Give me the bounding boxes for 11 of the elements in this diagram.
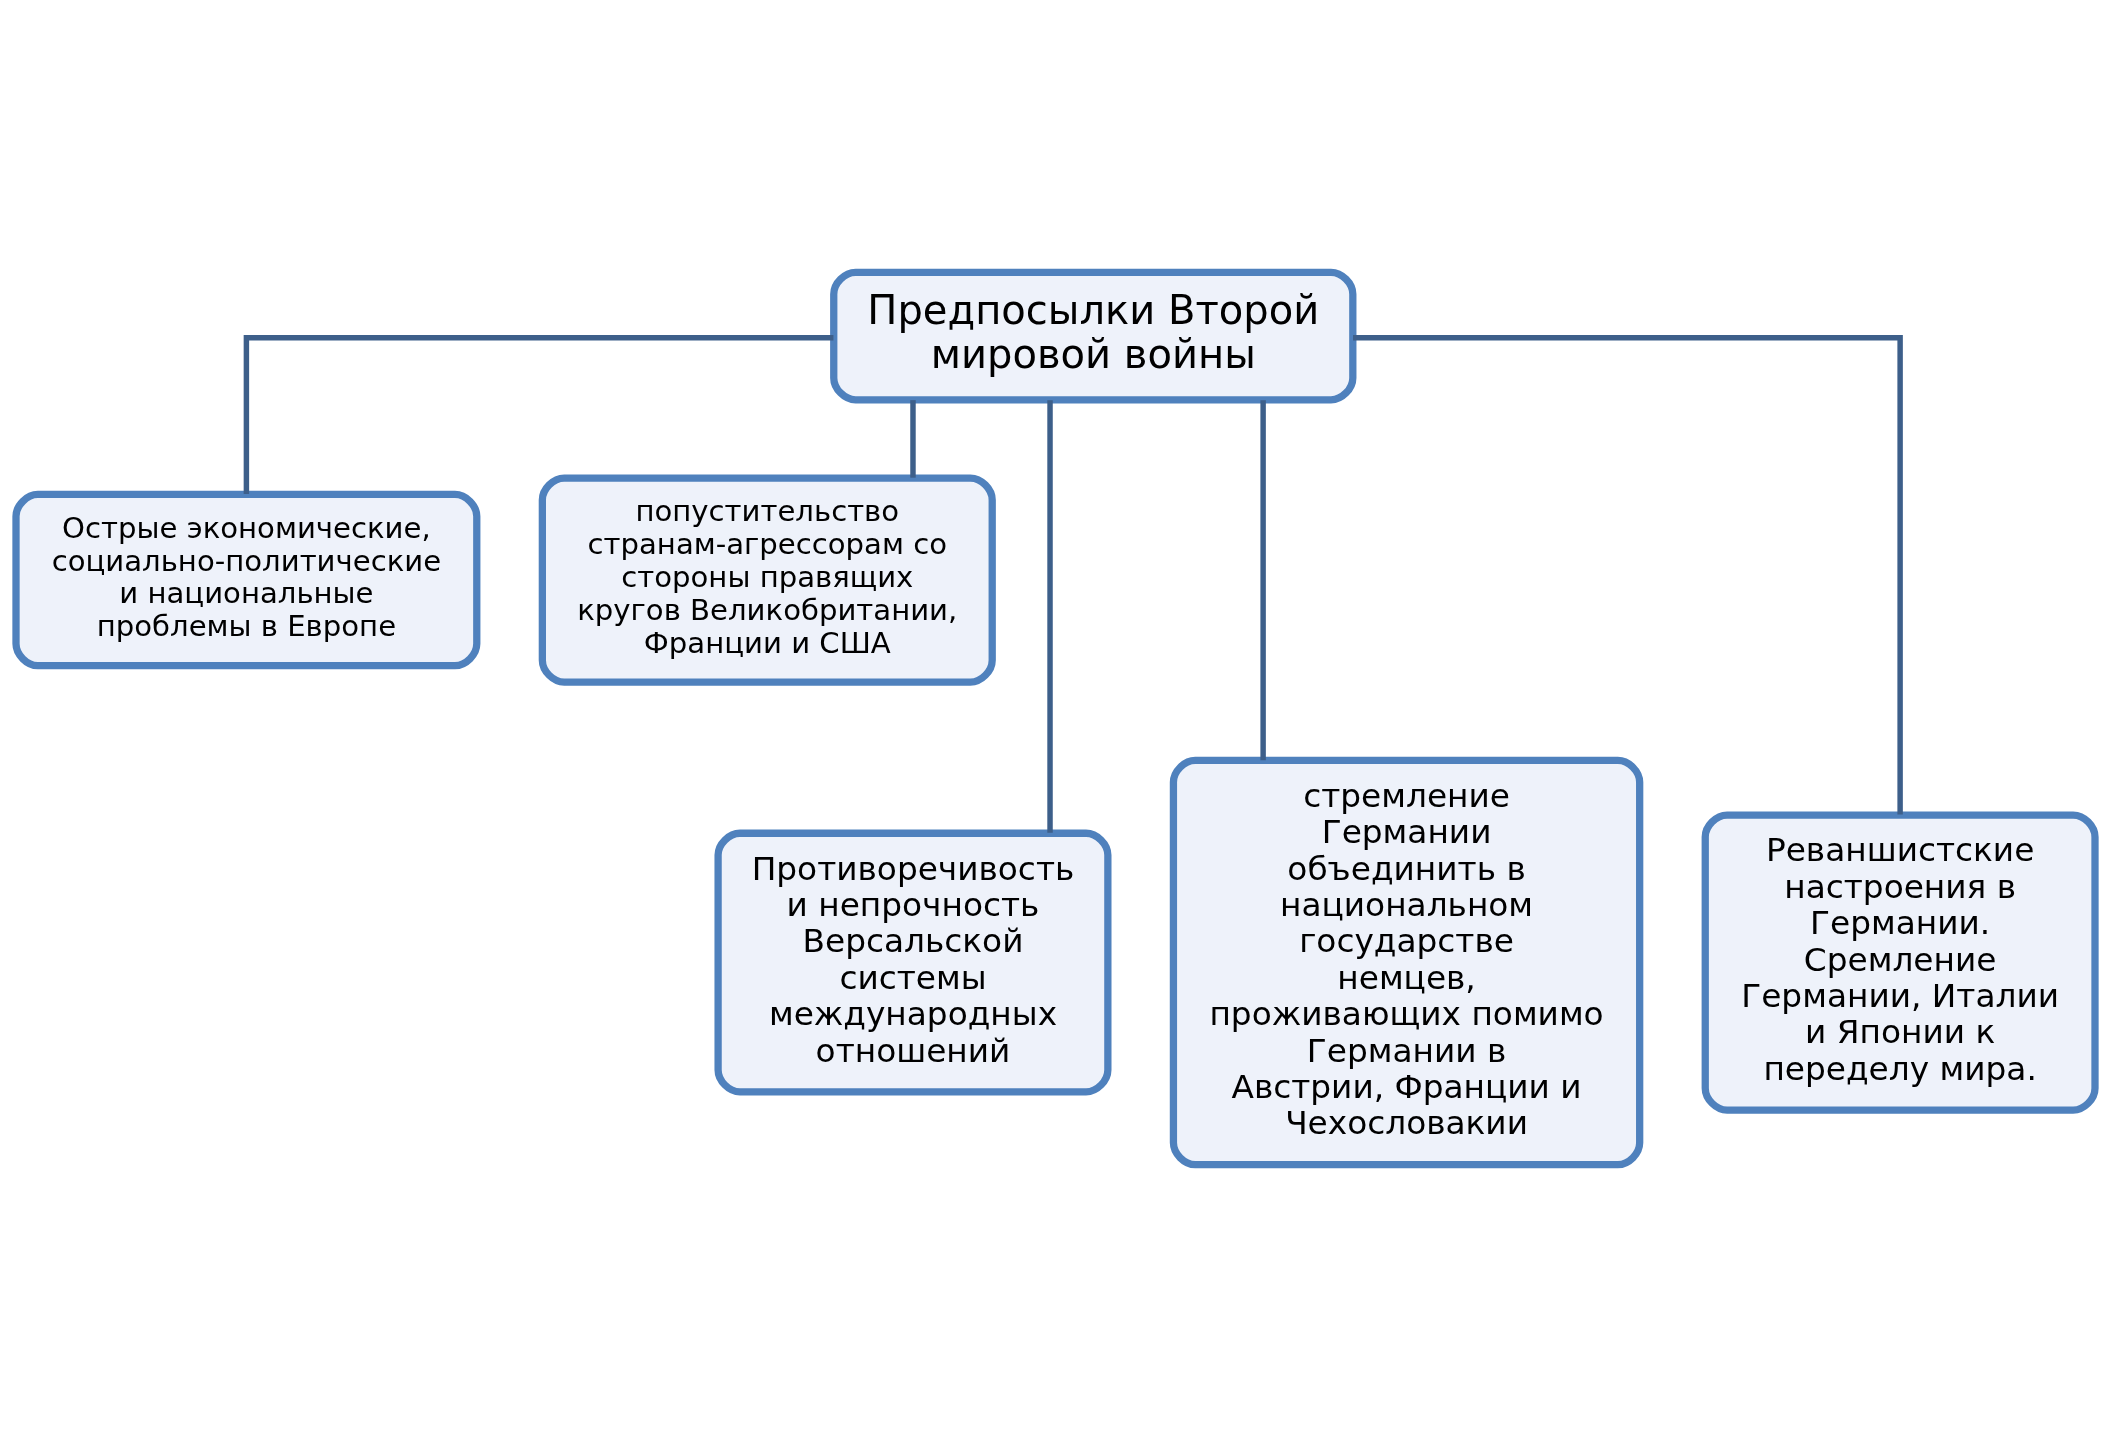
connector — [910, 400, 916, 478]
connector — [243, 335, 834, 494]
node-box: Противоречивость и непрочность Версальской системы международных отношений — [714, 829, 1112, 1096]
connector — [1353, 335, 1903, 815]
node-box: попустительство странам-агрессорам со стороны правящих кругов Великобритании, Франции и США — [538, 474, 996, 686]
connector — [1260, 400, 1266, 761]
node-box: Реваншистские настроения в Германии. Сремление Германии, Италии и Японии к переделу мира. — [1701, 811, 2099, 1114]
node-box: стремление Германии объединить в национальном государстве немцев, проживающих помимо Германии в Австрии, Франции и Чехословакии — [1169, 756, 1644, 1169]
node-box: Острые экономические, социально-политические и национальные проблемы в Европе — [12, 490, 481, 670]
connector — [1047, 400, 1053, 833]
node-box: Предпосылки Второй мировой войны — [830, 268, 1357, 404]
